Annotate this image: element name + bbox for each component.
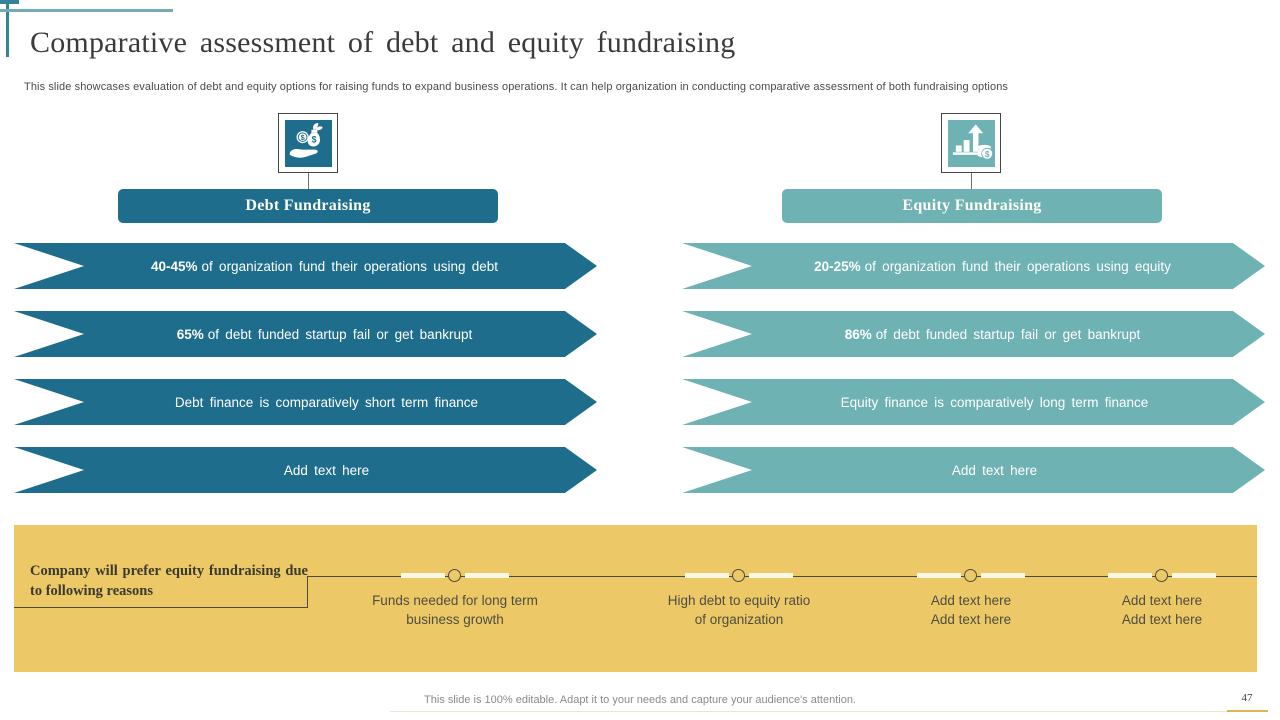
milestone-label: Add text here Add text here bbox=[851, 591, 1091, 629]
milestone-line2: Add text here bbox=[930, 612, 1012, 627]
svg-text:$: $ bbox=[311, 134, 316, 144]
svg-text:$: $ bbox=[300, 133, 304, 142]
equity-column-header: Equity Fundraising bbox=[782, 189, 1162, 223]
debt-placeholder-banner: Add text here bbox=[14, 447, 597, 493]
timeline-dash bbox=[917, 573, 961, 578]
title-accent-vertical-line bbox=[6, 0, 9, 57]
reasons-intro-border-bottom bbox=[14, 607, 308, 608]
banner-text: 20-25%of organization fund their operati… bbox=[814, 258, 1171, 274]
equity-icon-connector-line bbox=[971, 173, 972, 190]
banner-text: 40-45%of organization fund their operati… bbox=[151, 258, 498, 274]
debt-stat-banner: 40-45%of organization fund their operati… bbox=[14, 243, 597, 289]
banner-text: Debt finance is comparatively short term… bbox=[174, 394, 479, 410]
hand-holding-money-bag-icon: $ $ bbox=[284, 119, 332, 167]
footer-note: This slide is 100% editable. Adapt it to… bbox=[424, 694, 856, 706]
slide-description: This slide showcases evaluation of debt … bbox=[24, 81, 1009, 93]
equity-stat-banner: Equity finance is comparatively long ter… bbox=[682, 379, 1265, 425]
debt-icon-frame: $ $ bbox=[278, 113, 338, 173]
equity-stat-banner: 20-25%of organization fund their operati… bbox=[682, 243, 1265, 289]
timeline-dash bbox=[749, 573, 793, 578]
timeline-node bbox=[448, 569, 461, 582]
milestone-label: High debt to equity ratio of organizatio… bbox=[619, 591, 859, 629]
reasons-intro-border-right bbox=[307, 576, 308, 608]
corner-accent-bar bbox=[0, 0, 19, 4]
title-accent-horizontal-line bbox=[0, 9, 173, 12]
timeline-node bbox=[1155, 569, 1168, 582]
banner-text: Equity finance is comparatively long ter… bbox=[840, 394, 1149, 410]
page-number-underline bbox=[1227, 710, 1268, 712]
milestone-line1: Add text here bbox=[930, 593, 1012, 608]
reasons-intro-text: Company will prefer equity fundraising d… bbox=[30, 563, 308, 599]
milestone-line2: Add text here bbox=[1121, 612, 1203, 627]
timeline-dash bbox=[1108, 573, 1152, 578]
page-title: Comparative assessment of debt and equit… bbox=[30, 26, 736, 59]
timeline-dash bbox=[401, 573, 445, 578]
milestone-line2: business growth bbox=[406, 612, 504, 627]
footer-divider bbox=[390, 711, 1268, 712]
milestone-label: Add text here Add text here bbox=[1042, 591, 1280, 629]
timeline-node bbox=[732, 569, 745, 582]
debt-column-header: Debt Fundraising bbox=[118, 189, 498, 223]
timeline-dash bbox=[1172, 573, 1216, 578]
reasons-panel bbox=[14, 525, 1257, 672]
page-number: 47 bbox=[1241, 692, 1253, 704]
banner-text: 65%of debt funded startup fail or get ba… bbox=[176, 326, 473, 342]
milestone-line2: of organization bbox=[694, 612, 784, 627]
debt-icon-connector-line bbox=[308, 173, 309, 190]
timeline-dash bbox=[465, 573, 509, 578]
debt-stat-banner: Debt finance is comparatively short term… bbox=[14, 379, 597, 425]
equity-icon-frame: $ bbox=[941, 113, 1001, 173]
milestone-label: Funds needed for long term business grow… bbox=[335, 591, 575, 629]
equity-placeholder-banner: Add text here bbox=[682, 447, 1265, 493]
debt-stat-banner: 65%of debt funded startup fail or get ba… bbox=[14, 311, 597, 357]
milestone-line1: Funds needed for long term bbox=[372, 593, 538, 608]
banner-text: 86%of debt funded startup fail or get ba… bbox=[844, 326, 1141, 342]
svg-text:$: $ bbox=[984, 149, 989, 158]
milestone-line1: High debt to equity ratio bbox=[667, 593, 811, 608]
timeline-node bbox=[964, 569, 977, 582]
timeline-dash bbox=[981, 573, 1025, 578]
timeline-dash bbox=[685, 573, 729, 578]
banner-text: Add text here bbox=[283, 462, 370, 478]
milestone-line1: Add text here bbox=[1121, 593, 1203, 608]
banner-text: Add text here bbox=[951, 462, 1038, 478]
growth-chart-coins-icon: $ bbox=[947, 119, 995, 167]
equity-stat-banner: 86%of debt funded startup fail or get ba… bbox=[682, 311, 1265, 357]
